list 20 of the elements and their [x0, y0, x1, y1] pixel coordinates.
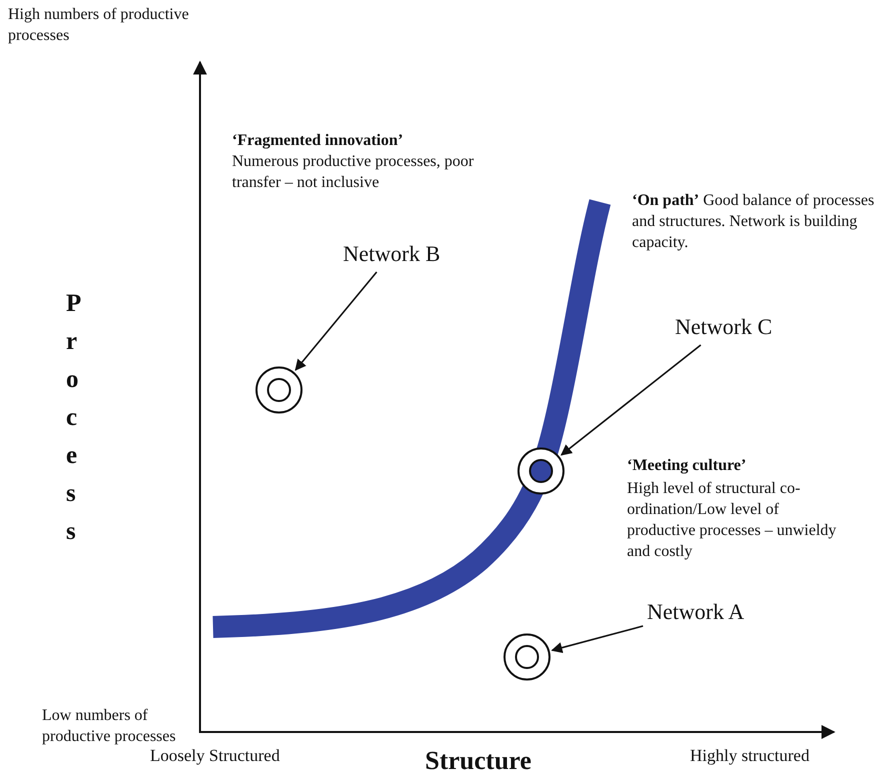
- axis-title: Low numbers of productive processes: [42, 706, 177, 747]
- arrow: [551, 625, 644, 654]
- axis-tick-label: Loosely Structured: [150, 745, 281, 766]
- target-circle: [255, 366, 303, 414]
- target-circle: [503, 633, 551, 681]
- arrow: [560, 344, 702, 456]
- network-label: Network B: [343, 240, 440, 268]
- network-label: Network A: [647, 598, 744, 626]
- network-label: Network C: [675, 313, 772, 341]
- annotation-text: ‘On path’ Good balance of processes and structures. Network is building capacity.: [632, 191, 876, 253]
- axis-title: High numbers of productive processes: [8, 5, 190, 46]
- axis-title: Structure: [425, 746, 532, 776]
- annotation-heading: ‘Meeting culture’: [627, 456, 748, 476]
- target-circle: [517, 447, 565, 495]
- annotation-text: Numerous productive processes, poor transfer – not inclusive: [232, 152, 475, 193]
- annotation-text: High level of structural co-ordination/Low level of productive processes – unwieldy and costly: [627, 479, 838, 562]
- axis-title: Process: [66, 289, 82, 547]
- annotation-heading: ‘Fragmented innovation’: [232, 131, 404, 151]
- arrow: [294, 272, 378, 371]
- axis-tick-label: Highly structured: [690, 745, 810, 766]
